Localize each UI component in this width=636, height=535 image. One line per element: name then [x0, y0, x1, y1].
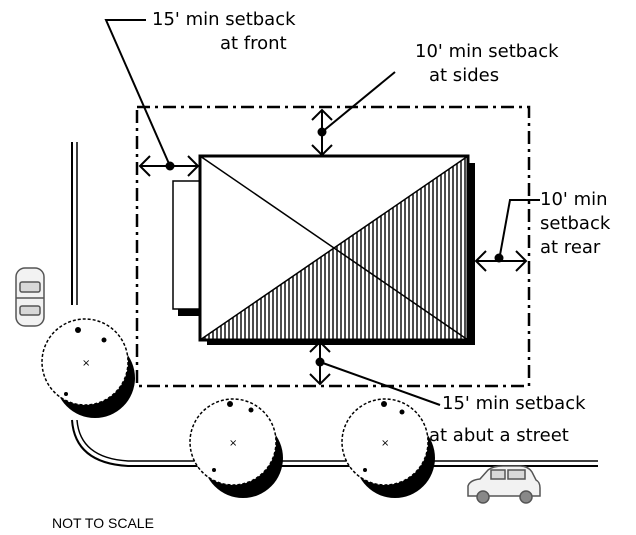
scale-note: NOT TO SCALE	[52, 515, 154, 531]
street-curb-corner	[71, 419, 598, 467]
label-side-line2: at sides	[429, 65, 500, 86]
building-outline	[198, 154, 470, 342]
label-rear-line2: setback	[540, 213, 611, 234]
label-street-setback-2: at abut a street	[429, 424, 569, 448]
label-front-line1: 15' min setback	[152, 9, 296, 30]
label-front-setback: 15' min setback at front	[152, 8, 296, 56]
label-side-setback: 10' min setback at sides	[415, 40, 559, 88]
label-front-line2: at front	[220, 33, 287, 54]
leader-rear	[494, 199, 540, 263]
label-rear-setback: 10' min setback at rear	[540, 188, 610, 260]
property-line	[135, 105, 531, 388]
svg-text:×: ×	[82, 358, 90, 369]
tree-icon: ×	[341, 398, 435, 498]
label-rear-line3: at rear	[540, 237, 601, 258]
leader-street	[315, 357, 441, 406]
svg-text:×: ×	[381, 438, 389, 449]
label-street-setback: 15' min setback	[442, 392, 586, 416]
roof-ridge-b	[199, 155, 469, 341]
svg-text:×: ×	[229, 438, 237, 449]
leader-front	[104, 19, 175, 171]
car-icon	[15, 267, 45, 327]
car-icon	[467, 465, 541, 504]
porch	[172, 180, 202, 310]
label-street-line1: 15' min setback	[442, 393, 586, 414]
porch-shadow	[178, 309, 201, 316]
tree-icon: ×	[41, 318, 135, 418]
label-rear-line1: 10' min	[540, 189, 608, 210]
leader-sides	[317, 71, 396, 137]
label-street-line2: at abut a street	[429, 425, 569, 446]
tree-icon: ×	[189, 398, 283, 498]
label-side-line1: 10' min setback	[415, 41, 559, 62]
street-curb-corner-inner	[76, 419, 598, 462]
